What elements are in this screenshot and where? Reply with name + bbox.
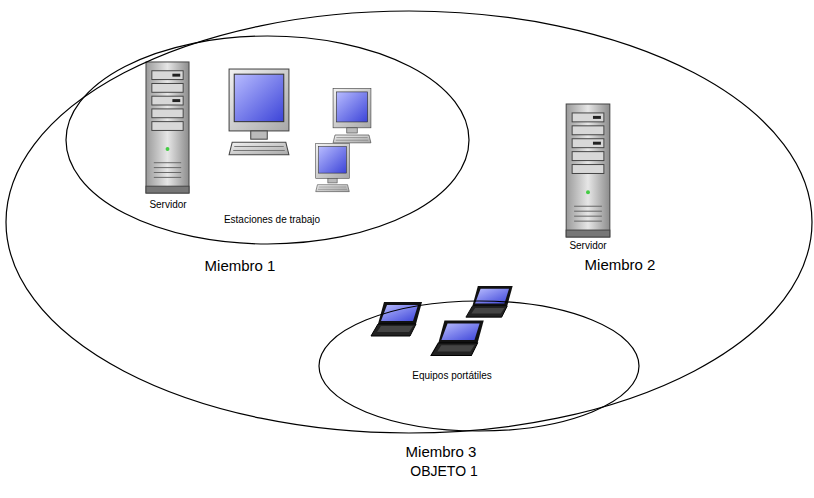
member-label: Miembro 3 (406, 443, 477, 460)
device-label: Estaciones de trabajo (224, 214, 320, 226)
member-group: ServidorMiembro 2 (550, 100, 660, 280)
object-title: OBJETO 1 (410, 463, 477, 479)
member-ellipse: ServidorEstaciones de trabajoMiembro 1 (65, 35, 470, 245)
member-ellipse: Equipos portátilesMiembro 3 (318, 300, 640, 432)
device-label: Servidor (569, 240, 606, 252)
ellipse-outline (65, 35, 470, 245)
object-ellipse: OBJETO 1ServidorEstaciones de trabajoMie… (5, 10, 813, 434)
device-label: Servidor (149, 199, 186, 211)
ellipse-outline (5, 10, 813, 434)
device-label: Equipos portátiles (412, 370, 492, 382)
member-label: Miembro 2 (585, 256, 656, 273)
member-label: Miembro 1 (205, 257, 276, 274)
ellipse-outline (318, 300, 640, 432)
